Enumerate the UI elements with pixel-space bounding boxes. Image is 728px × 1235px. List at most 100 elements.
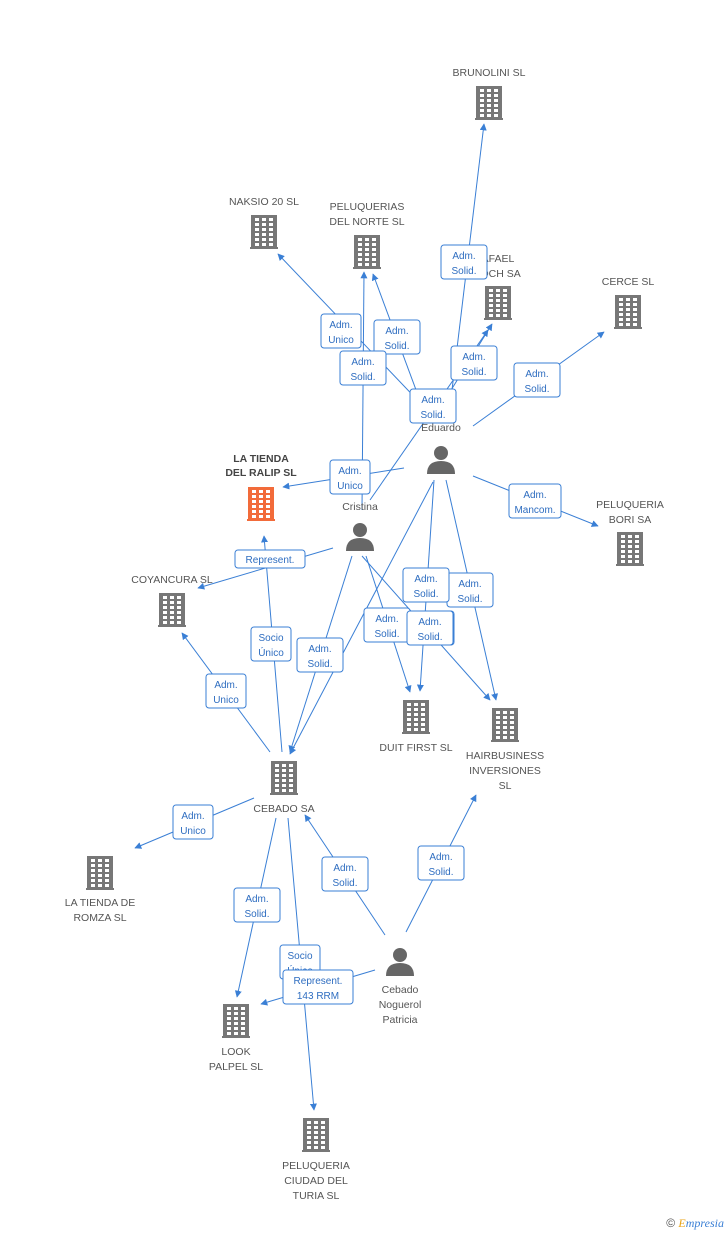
edge-label-box — [373, 319, 421, 355]
node-cebado[interactable]: CEBADO SA — [253, 761, 315, 815]
node-label-latienda: DEL RALIP SL — [225, 467, 297, 479]
building-icon — [270, 761, 298, 795]
edge-label-box — [205, 673, 247, 709]
building-icon — [302, 1118, 330, 1152]
edge-label-eduardo-rafael[interactable]: Adm.Solid. — [450, 345, 498, 381]
edge-label-text: Socio — [258, 633, 283, 644]
edge-label-cristina-rafael[interactable]: Adm. Solid. — [409, 388, 457, 424]
edge-label-text: Unico — [328, 335, 354, 346]
edge-label-text: Adm. — [418, 617, 441, 628]
person-icon — [427, 446, 455, 474]
edge-label-text: Adm. — [421, 395, 444, 406]
edge-label-eduardo-bori[interactable]: Adm.Mancom. — [508, 483, 562, 519]
building-icon — [250, 215, 278, 249]
edge-label-eduardo-pelnorte[interactable]: Adm.Solid. — [373, 319, 421, 355]
edge-label-box — [508, 483, 562, 519]
edge-label-box — [250, 626, 292, 662]
edge-label-cristina-coyancura[interactable]: Represent. — [234, 549, 306, 569]
edge-label-text: Represent. — [294, 976, 343, 987]
node-naksio[interactable]: NAKSIO 20 SL — [229, 196, 299, 249]
edge-label-text: Adm. — [245, 894, 268, 905]
building-icon — [614, 295, 642, 329]
edge-label-cebado-look[interactable]: Adm.Solid. — [233, 887, 281, 923]
person-icon — [386, 948, 414, 976]
edge-label-cebado-romza[interactable]: Adm. Unico — [172, 804, 214, 840]
edge-label-eduardo-brunolini[interactable]: Adm.Solid. — [440, 244, 488, 280]
edge-label-box — [406, 610, 454, 646]
edge-label-eduardo-latienda[interactable]: Adm.Unico — [329, 459, 371, 495]
brand-initial: E — [678, 1216, 686, 1230]
edge-label-text: Solid. — [350, 372, 375, 383]
edge-label-text: Unico — [180, 826, 206, 837]
node-cristina[interactable]: olCristina — [342, 469, 378, 551]
edge-label-eduardo-cerce[interactable]: Adm.Solid. — [513, 362, 561, 398]
node-label-hair: SL — [499, 780, 512, 792]
edge-label-box — [440, 244, 488, 280]
edge-label-patricia-cebado[interactable]: Adm. Solid. — [321, 856, 369, 892]
footer-brand: © Empresia — [666, 1216, 724, 1231]
building-icon — [222, 1004, 250, 1038]
node-label-coyancura: COYANCURA SL — [131, 574, 213, 586]
edge-label-text: Adm. — [308, 644, 331, 655]
edge-label-text: Solid. — [384, 341, 409, 352]
node-label-patricia: Patricia — [382, 1014, 417, 1026]
edge-label-text: Adm. — [414, 574, 437, 585]
node-coyancura[interactable]: COYANCURA SL — [131, 574, 213, 627]
edge-label-text: 143 RRM — [297, 991, 339, 1002]
node-label-bori: BORI SA — [609, 514, 652, 526]
edge-label-eduardo-hair[interactable]: Adm. Solid. — [446, 572, 494, 608]
edge-label-text: Solid. — [332, 878, 357, 889]
node-cerce[interactable]: CERCE SL — [602, 276, 655, 329]
edge-label-text: Único — [258, 646, 284, 659]
edge-label-cristina-cebado[interactable]: Adm.Solid. — [296, 637, 344, 673]
brand-name: mpresia — [685, 1216, 724, 1230]
edge-label-text: Adm. — [458, 579, 481, 590]
edge-label-box — [329, 459, 371, 495]
edge-label-box — [402, 567, 450, 603]
building-icon — [247, 487, 275, 521]
edge-label-text: Solid. — [457, 594, 482, 605]
edge-label-text: Solid. — [461, 367, 486, 378]
edge-label-eduardo-naksio[interactable]: Adm. Unico — [320, 313, 362, 349]
building-icon — [86, 856, 114, 890]
edge-label-text: Adm. — [181, 811, 204, 822]
edge-label-text: Adm. — [329, 320, 352, 331]
node-brunolini[interactable]: BRUNOLINI SL — [453, 67, 526, 120]
edge-label-patricia-hair[interactable]: Adm.Solid. — [417, 845, 465, 881]
edge-label-text: Solid. — [417, 632, 442, 643]
building-icon — [475, 86, 503, 120]
edge-label-text: Adm. — [351, 357, 374, 368]
edge-label-text: Solid. — [451, 266, 476, 277]
edge-label-text: Adm. — [333, 863, 356, 874]
node-label-rafael: AFAEL — [482, 253, 515, 265]
edge-label-eduardo-cebado[interactable]: Adm.Solid. — [402, 567, 450, 603]
edge-label-text: Unico — [337, 481, 363, 492]
node-label-naksio: NAKSIO 20 SL — [229, 196, 299, 208]
edge-label-box — [417, 845, 465, 881]
edge-label-patricia-look[interactable]: Represent. 143 RRM — [282, 969, 354, 1005]
node-label-pelturia: PELUQUERIA — [282, 1160, 350, 1172]
edge-label-text: Solid. — [420, 410, 445, 421]
edge-label-box — [320, 313, 362, 349]
building-icon — [158, 593, 186, 627]
edge-label-text: Unico — [213, 695, 239, 706]
edge-label-box — [450, 345, 498, 381]
edge-label-box — [321, 856, 369, 892]
edge-label-box — [234, 549, 306, 569]
edge-label-text: Mancom. — [514, 505, 555, 516]
edge-label-cristina-hair[interactable]: Adm. Solid. — [406, 610, 454, 646]
edge-label-cristina-duit[interactable]: Adm.Solid. — [363, 607, 411, 643]
node-duit[interactable]: DUIT FIRST SL — [379, 700, 453, 754]
edge-label-cristina-pelnorte[interactable]: Adm. Solid. — [339, 350, 387, 386]
edge-label-cebado-coyancura[interactable]: Adm.Unico — [205, 673, 247, 709]
